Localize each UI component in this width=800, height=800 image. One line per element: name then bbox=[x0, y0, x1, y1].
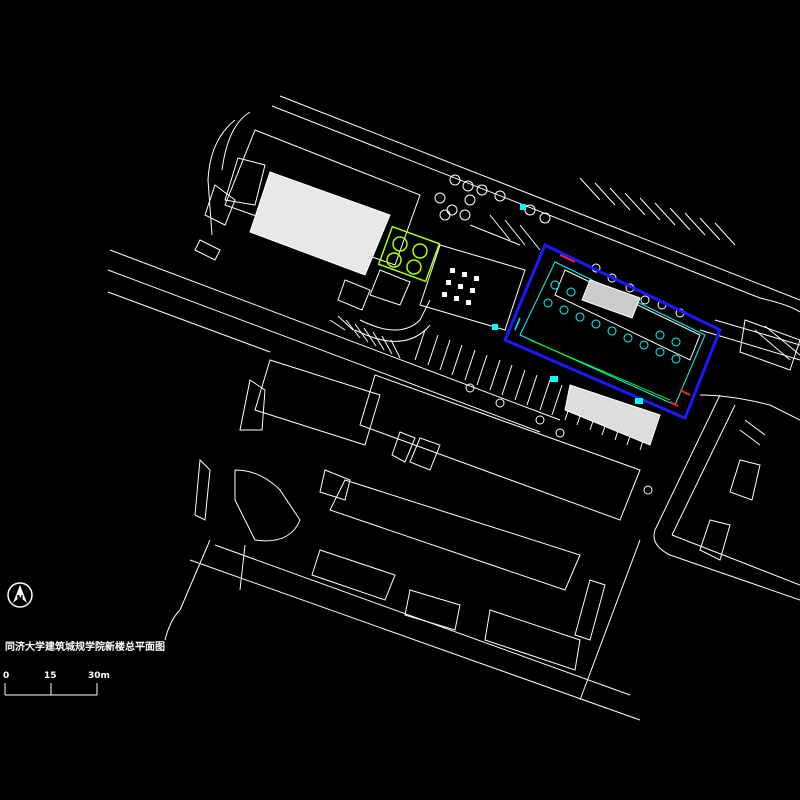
tree-grid bbox=[377, 225, 441, 283]
north-label: N bbox=[17, 594, 24, 603]
new-building bbox=[492, 204, 722, 446]
north-arrow: N bbox=[7, 582, 33, 608]
scale-label-0: 0 bbox=[3, 671, 9, 681]
scale-bar: 0 15 30m bbox=[3, 671, 110, 696]
scale-label-30: 30m bbox=[88, 671, 110, 681]
site-linework bbox=[107, 95, 800, 721]
north-parking-stripes bbox=[489, 177, 800, 446]
scale-label-15: 15 bbox=[44, 671, 57, 681]
courtyard-squares bbox=[442, 268, 479, 305]
drawing-title: 同济大学建筑城规学院新楼总平面图 bbox=[5, 640, 165, 653]
building-column-circles bbox=[543, 280, 681, 364]
hatched-courtyard bbox=[249, 171, 391, 276]
